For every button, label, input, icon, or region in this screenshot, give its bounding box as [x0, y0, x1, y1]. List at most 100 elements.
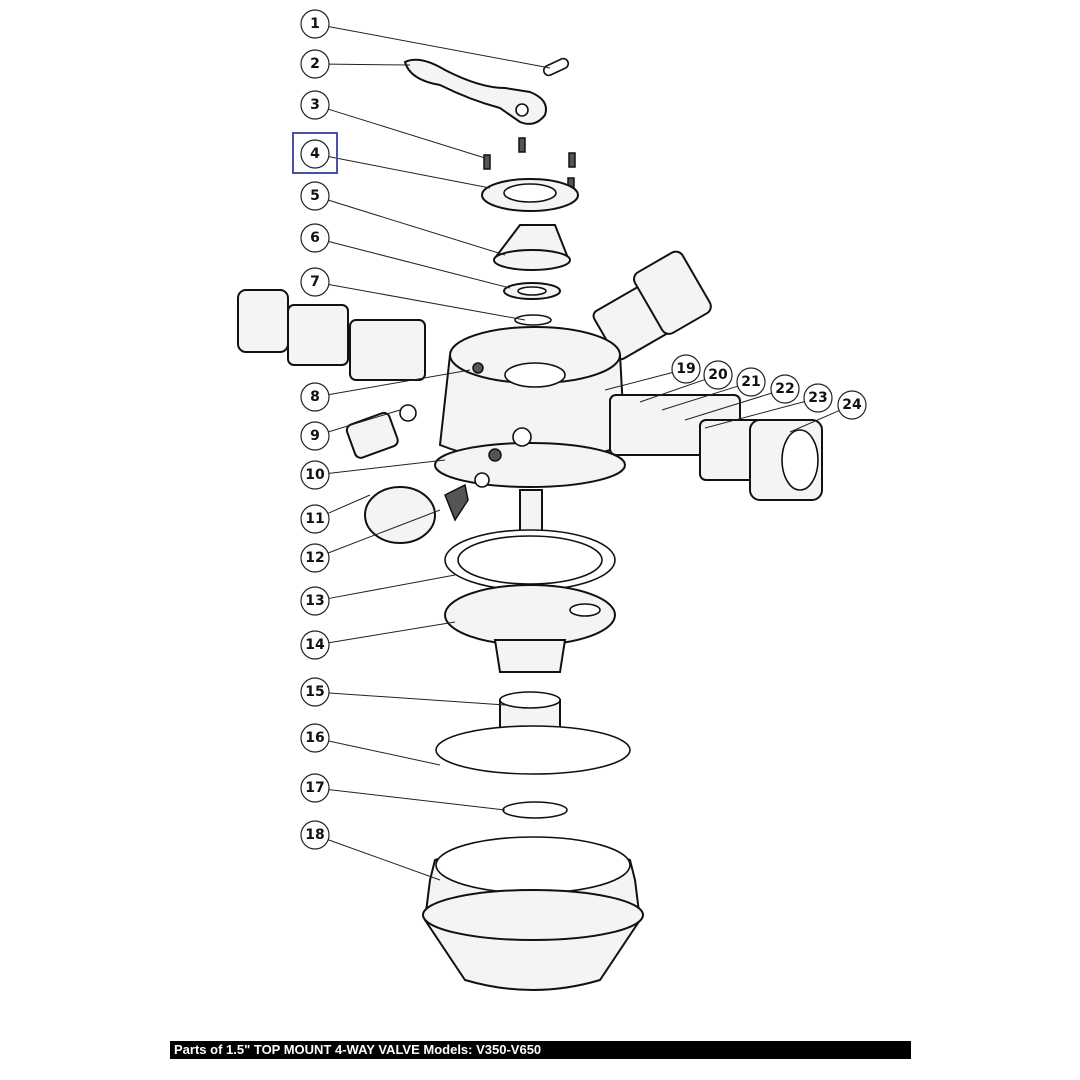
leader-line: [328, 199, 506, 256]
callout-circle: [300, 630, 330, 660]
leader-line: [327, 509, 441, 554]
callout-number: 5: [310, 188, 320, 204]
callout-number: 10: [305, 467, 325, 483]
o-ring-17: [502, 801, 568, 819]
leader-line: [639, 379, 705, 403]
callout-circle: [671, 354, 701, 384]
callout-circle: [300, 820, 330, 850]
callout-10: 10: [300, 459, 446, 490]
leader-line: [328, 409, 401, 433]
leader-line: [328, 692, 506, 706]
callout-number: 14: [305, 637, 325, 653]
callout-circle: [803, 383, 833, 413]
callout-5: 5: [300, 181, 506, 256]
callout-circle: [300, 421, 330, 451]
leader-line: [604, 372, 673, 391]
callout-circle: [300, 9, 330, 39]
pin-part: [542, 57, 570, 77]
callout-number: 3: [310, 97, 320, 113]
callout-4: 4: [300, 139, 491, 189]
threaded-ring: [434, 442, 626, 488]
handle-part: [403, 58, 547, 125]
callout-13: 13: [300, 574, 456, 616]
leader-line: [328, 369, 471, 396]
callout-number: 12: [305, 550, 324, 566]
callout-6: 6: [300, 223, 511, 289]
callout-circle: [837, 390, 867, 420]
callout-circle: [300, 543, 330, 573]
callout-circle: [300, 382, 330, 412]
callout-7: 7: [300, 267, 526, 321]
callout-number: 24: [842, 397, 862, 413]
union-nut-right-upper: [633, 250, 712, 335]
handle-hole: [515, 103, 529, 117]
leader-line: [328, 740, 441, 766]
leader-line: [328, 240, 511, 289]
highlight-box: [292, 132, 338, 174]
callout-14: 14: [300, 621, 456, 660]
callout-18: 18: [300, 820, 441, 881]
callout-circle: [770, 374, 800, 404]
callout-11: 11: [300, 494, 371, 534]
callout-17: 17: [300, 773, 506, 811]
diagram-caption: Parts of 1.5" TOP MOUNT 4-WAY VALVE Mode…: [170, 1041, 911, 1059]
leader-line: [704, 401, 805, 429]
callout-number: 2: [310, 56, 320, 72]
callout-8: 8: [300, 369, 471, 412]
callout-9: 9: [300, 409, 401, 451]
leader-line: [328, 574, 456, 599]
sight-glass-part: [364, 486, 436, 544]
leader-line: [328, 459, 446, 474]
callout-circle: [300, 267, 330, 297]
callout-1: 1: [300, 9, 551, 69]
callout-21: 21: [661, 367, 766, 411]
o-ring-16: [435, 725, 631, 775]
callout-24: 24: [789, 390, 867, 433]
drain-plug-part: [444, 483, 469, 522]
o-ring-7: [514, 314, 552, 326]
callout-number: 11: [305, 511, 324, 527]
callout-19: 19: [604, 354, 701, 391]
callout-number: 22: [775, 381, 794, 397]
callout-circle: [300, 586, 330, 616]
callout-15: 15: [300, 677, 506, 707]
callout-circle: [300, 223, 330, 253]
callout-20: 20: [639, 360, 733, 403]
callout-number: 15: [305, 684, 324, 700]
callout-number: 7: [310, 274, 320, 290]
callout-12: 12: [300, 509, 441, 573]
callout-2: 2: [300, 49, 411, 79]
leader-line: [328, 156, 491, 189]
callout-22: 22: [684, 374, 800, 421]
leader-line: [328, 108, 486, 159]
callout-number: 21: [741, 374, 760, 390]
callout-number: 20: [708, 367, 728, 383]
valve-parts: [237, 57, 823, 991]
leader-line: [328, 26, 551, 69]
leader-line: [328, 63, 411, 66]
leader-line: [684, 392, 772, 421]
callout-number: 17: [305, 780, 324, 796]
callout-circle: [300, 139, 330, 169]
callout-3: 3: [300, 90, 486, 159]
callout-circle: [300, 49, 330, 79]
callout-number: 13: [305, 593, 324, 609]
leader-line: [328, 839, 441, 881]
callout-circle: [300, 460, 330, 490]
callout-number: 8: [310, 389, 320, 405]
callout-circle: [703, 360, 733, 390]
callout-number: 4: [310, 146, 320, 162]
callout-circle: [300, 677, 330, 707]
callout-circle: [300, 90, 330, 120]
plug-8: [472, 362, 484, 374]
callout-number: 19: [676, 361, 695, 377]
leader-line: [661, 385, 738, 411]
callout-number: 9: [310, 428, 320, 444]
leader-line: [327, 494, 371, 514]
union-nut-left: [237, 289, 289, 353]
callout-number: 23: [808, 390, 827, 406]
leader-line: [328, 621, 456, 644]
